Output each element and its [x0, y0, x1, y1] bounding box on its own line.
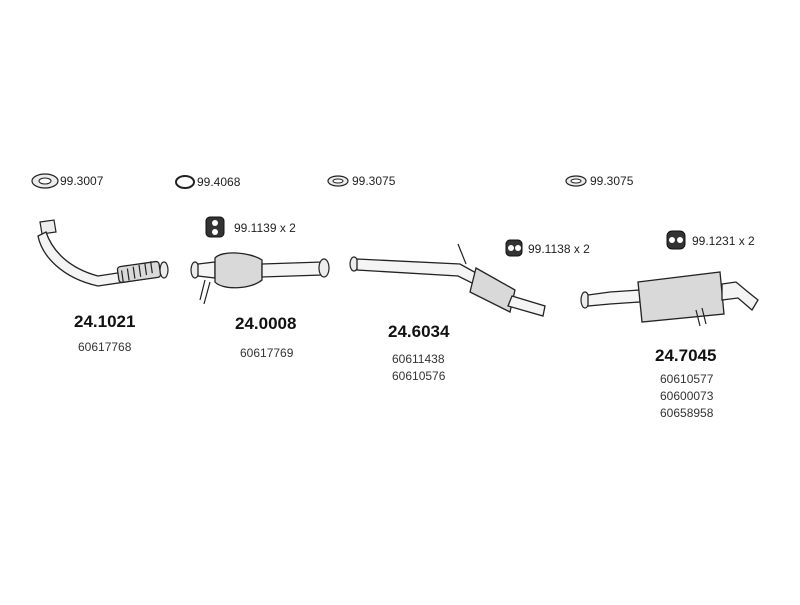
part-number-24-0008: 24.0008 — [235, 314, 297, 333]
accessory-label-99-1139: 99.1139 x 2 — [234, 221, 296, 235]
rear-silencer-24-7045 — [580, 271, 759, 327]
rubber-hanger-99-1138 — [505, 239, 523, 257]
oem-number: 60617769 — [240, 346, 294, 360]
accessory-label-99-1138: 99.1138 x 2 — [528, 242, 590, 256]
accessory-label-99-3007: 99.3007 — [60, 174, 104, 188]
oem-number: 60610576 — [392, 369, 446, 383]
center-pipe-24-6034 — [349, 243, 546, 317]
oem-number: 60617768 — [78, 340, 132, 354]
seal-ring-99-3075-a — [327, 175, 349, 187]
accessory-label-99-3075-a: 99.3075 — [352, 174, 396, 188]
rubber-hanger-99-1139 — [205, 216, 225, 238]
oem-number: 60600073 — [660, 389, 714, 403]
seal-ring-99-3075-b — [565, 175, 587, 187]
accessory-label-99-4068: 99.4068 — [197, 175, 241, 189]
part-number-24-6034: 24.6034 — [388, 322, 450, 341]
part-number-24-7045: 24.7045 — [655, 346, 717, 365]
oem-number: 60658958 — [660, 406, 714, 420]
part-number-24-1021: 24.1021 — [74, 312, 136, 331]
rubber-hanger-99-1231 — [666, 230, 686, 250]
accessory-label-99-3075-b: 99.3075 — [590, 174, 634, 188]
front-pipe-24-1021 — [37, 219, 169, 287]
o-ring-99-4068 — [175, 175, 195, 189]
oem-number: 60611438 — [392, 352, 445, 366]
accessory-label-99-1231: 99.1231 x 2 — [692, 234, 755, 248]
catalytic-converter-24-0008 — [190, 252, 330, 305]
oem-number: 60610577 — [660, 372, 714, 386]
gasket-ring-99-3007 — [31, 173, 59, 189]
